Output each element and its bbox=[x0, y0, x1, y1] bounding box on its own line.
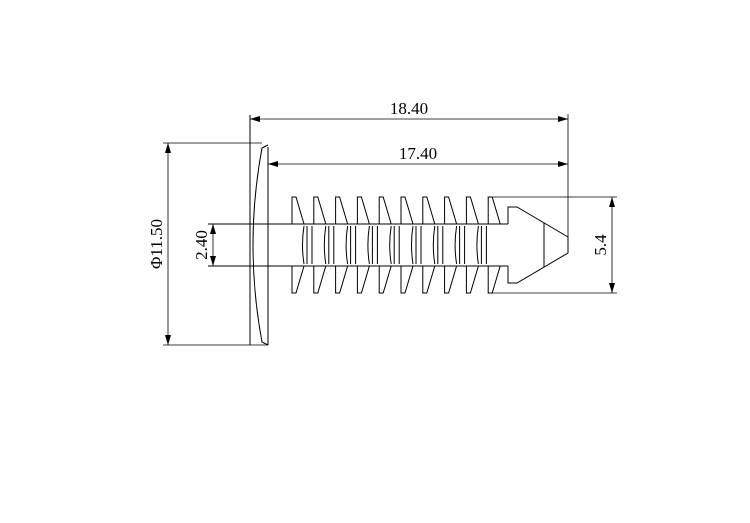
dimension-fin-diameter: 5.4 bbox=[490, 196, 617, 294]
fin-bottom bbox=[400, 265, 414, 294]
fin-top bbox=[335, 196, 349, 225]
fin-top bbox=[465, 196, 479, 225]
dimension-head-diameter: Φ11.50 bbox=[147, 142, 268, 346]
dimension-shank-length: 17.40 bbox=[268, 144, 568, 167]
fin-top bbox=[313, 196, 327, 225]
shaft-groove bbox=[476, 225, 487, 265]
fin-bottom bbox=[465, 265, 479, 294]
dimension-label-head-diameter: Φ11.50 bbox=[147, 219, 166, 269]
shaft-groove bbox=[454, 225, 466, 265]
rivet-head bbox=[249, 115, 269, 346]
fin-bottom bbox=[444, 265, 458, 294]
dimension-label-core-diameter: 2.40 bbox=[192, 230, 211, 260]
shaft-groove bbox=[432, 225, 444, 265]
fin-bottom bbox=[313, 265, 327, 294]
fin-top bbox=[422, 196, 436, 225]
shaft-groove bbox=[389, 225, 400, 265]
fin-bottom bbox=[335, 265, 349, 294]
fin-top bbox=[400, 196, 414, 225]
shaft-groove bbox=[367, 225, 378, 265]
dimension-label-overall-length: 18.40 bbox=[390, 99, 428, 118]
shaft-groove bbox=[323, 225, 335, 265]
dimension-label-fin-diameter: 5.4 bbox=[591, 234, 610, 256]
fin-top bbox=[444, 196, 458, 225]
dimension-label-shank-length: 17.40 bbox=[399, 144, 437, 163]
dimension-core-diameter: 2.40 bbox=[192, 224, 216, 266]
conical-tip bbox=[507, 206, 569, 284]
shaft bbox=[208, 223, 508, 267]
fin-bottom bbox=[422, 265, 436, 294]
fin-top bbox=[378, 196, 392, 225]
fin-bottom bbox=[291, 265, 305, 294]
fin-top bbox=[291, 196, 305, 225]
fins bbox=[291, 196, 501, 294]
shaft-groove bbox=[302, 225, 313, 265]
fin-bottom bbox=[356, 265, 370, 294]
fin-top bbox=[487, 196, 501, 225]
dimension-overall-length: 18.40 bbox=[250, 99, 569, 253]
fin-bottom bbox=[487, 265, 501, 294]
fin-bottom bbox=[378, 265, 392, 294]
fin-top bbox=[356, 196, 370, 225]
shaft-groove bbox=[345, 225, 357, 265]
shaft-groove bbox=[411, 225, 422, 265]
